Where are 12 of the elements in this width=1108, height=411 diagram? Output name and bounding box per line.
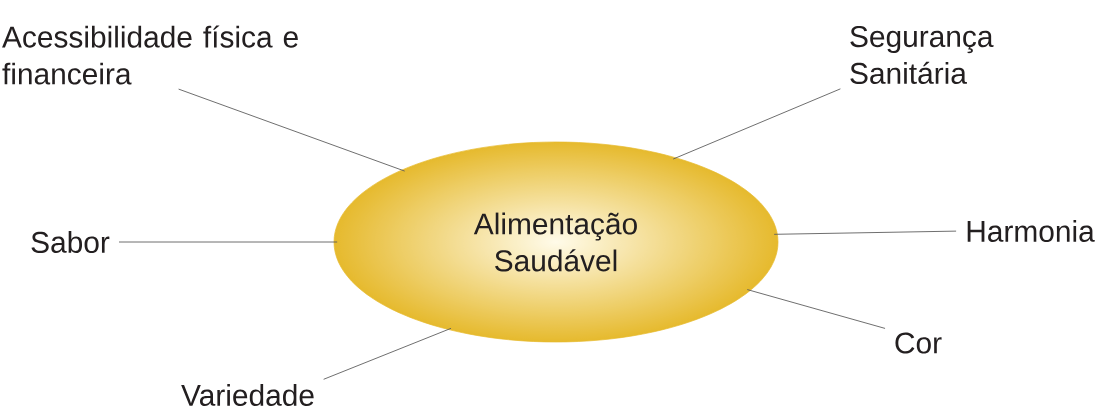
label-text: Sabor [31, 231, 110, 253]
connector-line [178, 88, 406, 172]
label-text: Acessibilidade física e financeira [2, 25, 298, 85]
label-text: Cor [895, 332, 942, 354]
label-text: Segurança Sanitária [850, 25, 994, 85]
connector-line [773, 230, 957, 235]
label-text: Variedade [181, 384, 314, 406]
label-text: Harmonia [967, 220, 1095, 242]
connector-line [672, 88, 841, 160]
connector-line [323, 327, 452, 380]
connector-line [118, 241, 338, 243]
connector-line [746, 289, 886, 329]
